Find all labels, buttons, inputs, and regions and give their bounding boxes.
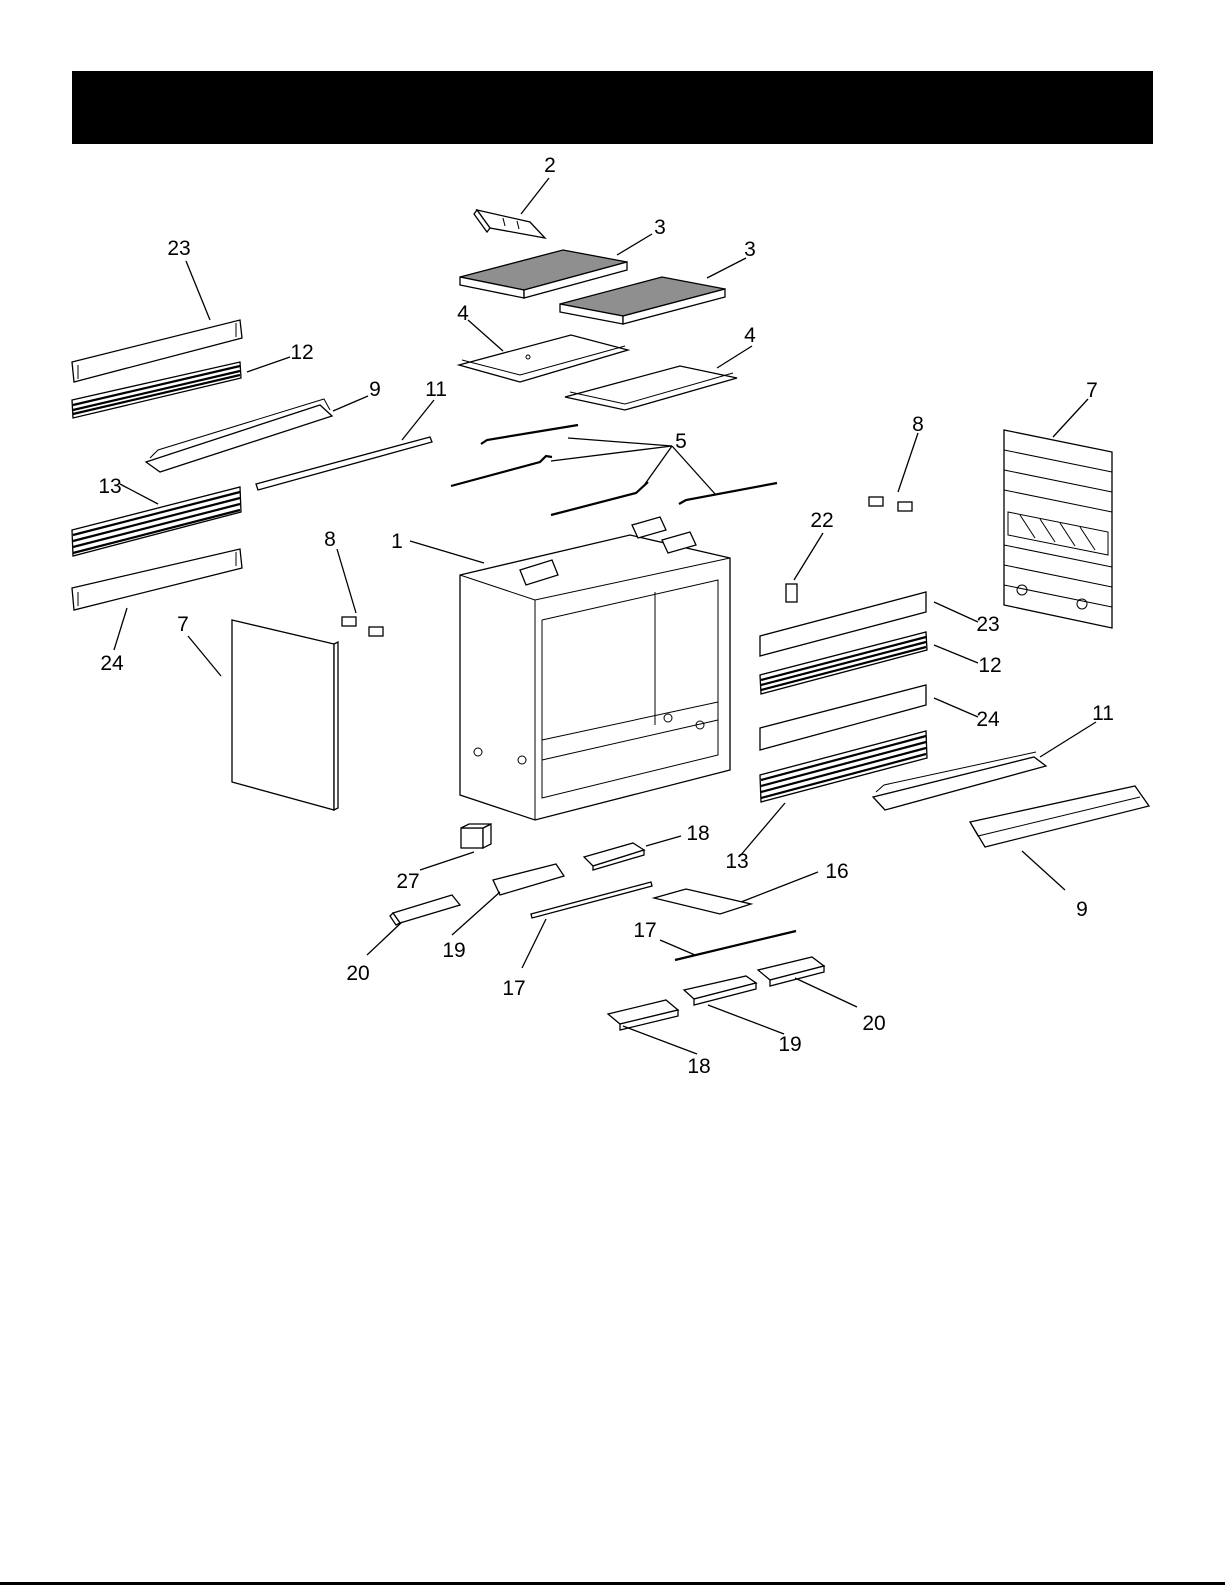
callout-4: 4 bbox=[744, 324, 756, 347]
part-18-log-upper bbox=[584, 843, 644, 870]
callout-8: 8 bbox=[324, 528, 336, 551]
callout-1: 1 bbox=[391, 530, 403, 553]
part-3-insulation-board-right bbox=[560, 277, 725, 324]
callout-24: 24 bbox=[100, 652, 124, 675]
callout-9: 9 bbox=[1076, 898, 1088, 921]
part-17-left-rod bbox=[531, 882, 652, 918]
part-8-left-clips bbox=[342, 617, 383, 636]
callout-17: 17 bbox=[633, 919, 656, 942]
part-20-log-upper bbox=[390, 895, 460, 925]
callout-22: 22 bbox=[810, 509, 833, 532]
callout-19: 19 bbox=[778, 1033, 801, 1056]
part-18-log-lower bbox=[608, 1000, 678, 1030]
part-24-left-strip bbox=[72, 549, 242, 610]
part-4-tray-left bbox=[459, 335, 628, 382]
callout-12: 12 bbox=[290, 341, 313, 364]
part-8-right-clips bbox=[869, 497, 912, 511]
callout-18: 18 bbox=[686, 822, 709, 845]
callout-13: 13 bbox=[725, 850, 748, 873]
part-2-top-bracket bbox=[474, 210, 545, 238]
callout-19: 19 bbox=[442, 939, 465, 962]
callout-18: 18 bbox=[687, 1055, 710, 1078]
part-17-right-rod bbox=[675, 931, 796, 960]
part-3-insulation-board-left bbox=[460, 250, 627, 298]
callout-8: 8 bbox=[912, 413, 924, 436]
part-22-small-bracket bbox=[786, 584, 797, 602]
callout-11: 11 bbox=[425, 378, 447, 401]
part-9-right-rail bbox=[970, 786, 1149, 847]
part-7-right-brick-panel bbox=[1004, 430, 1112, 628]
part-19-log-lower bbox=[684, 976, 756, 1005]
part-20-log-lower bbox=[758, 957, 824, 986]
callout-7: 7 bbox=[177, 613, 189, 636]
callout-5: 5 bbox=[675, 430, 687, 453]
part-1-firebox bbox=[460, 517, 730, 820]
part-4-tray-right bbox=[565, 366, 737, 410]
callout-3: 3 bbox=[654, 216, 666, 239]
callout-20: 20 bbox=[346, 962, 369, 985]
callout-17: 17 bbox=[502, 977, 525, 1000]
part-11-left-rod bbox=[256, 437, 432, 490]
callout-23: 23 bbox=[976, 613, 999, 636]
callout-23: 23 bbox=[167, 237, 190, 260]
callout-2: 2 bbox=[544, 154, 556, 177]
part-5-rods bbox=[451, 425, 777, 515]
callout-9: 9 bbox=[369, 378, 381, 401]
part-19-log-upper bbox=[493, 864, 564, 895]
callout-4: 4 bbox=[457, 302, 469, 325]
callout-13: 13 bbox=[98, 475, 121, 498]
part-9-left-rail bbox=[146, 399, 332, 472]
part-16-plate bbox=[654, 889, 751, 914]
part-27-switch-box bbox=[461, 824, 491, 848]
callout-12: 12 bbox=[978, 654, 1001, 677]
callout-27: 27 bbox=[396, 870, 419, 893]
callout-16: 16 bbox=[825, 860, 848, 883]
callout-7: 7 bbox=[1086, 379, 1098, 402]
callout-20: 20 bbox=[862, 1012, 885, 1035]
callout-3: 3 bbox=[744, 238, 756, 261]
callout-11: 11 bbox=[1092, 702, 1114, 725]
part-7-left-panel bbox=[232, 620, 338, 810]
callout-24: 24 bbox=[976, 708, 1000, 731]
